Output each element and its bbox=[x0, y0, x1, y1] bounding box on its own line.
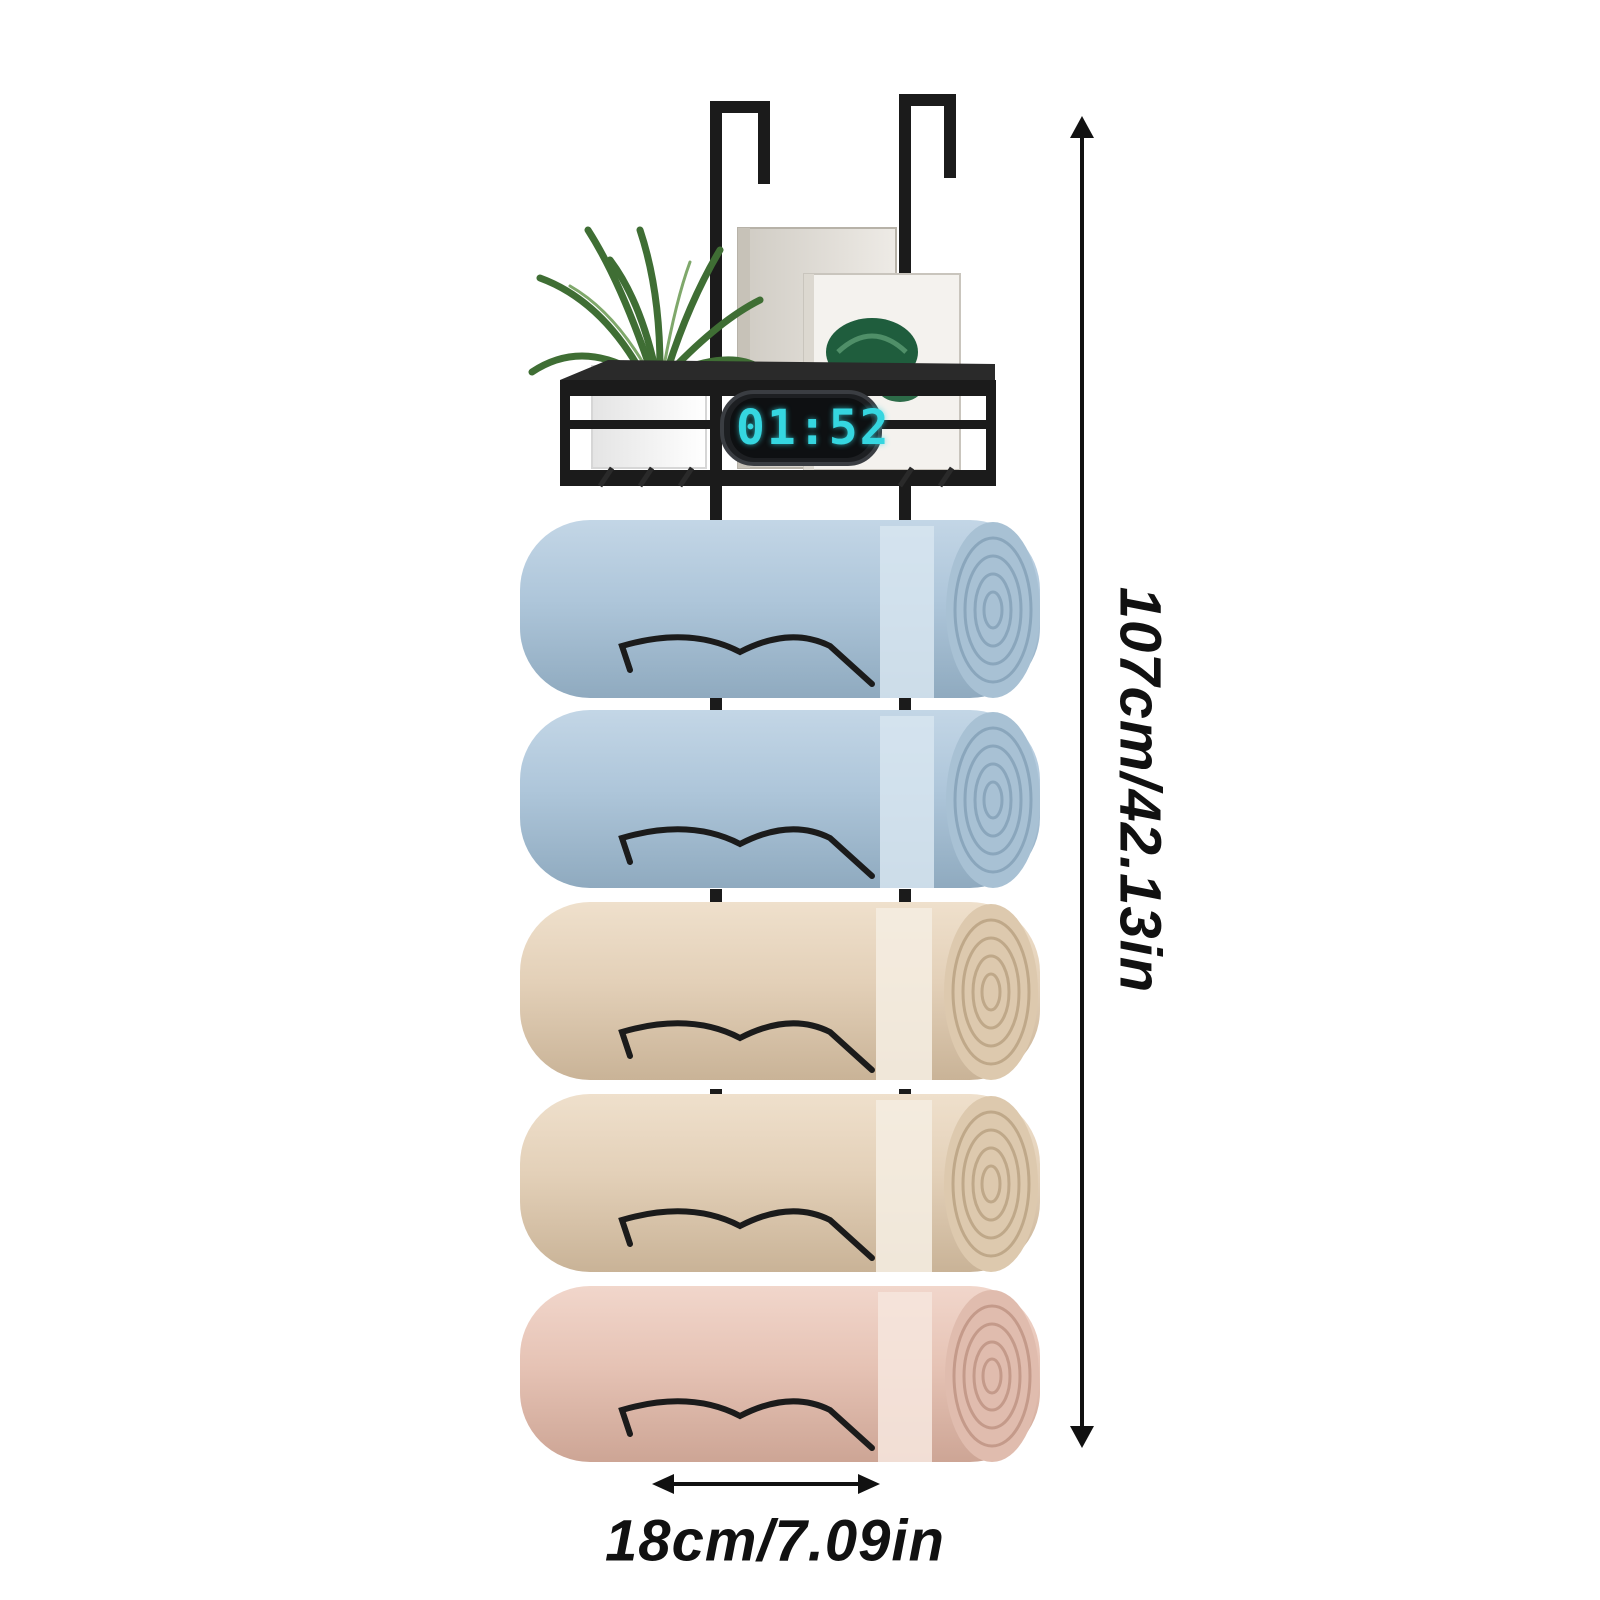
towel-row-1 bbox=[520, 520, 1040, 698]
rack-holder bbox=[618, 1020, 875, 1073]
rack-holder bbox=[618, 1208, 875, 1261]
left-hook bbox=[710, 101, 770, 491]
height-dimension-label: 107cm/42.13in bbox=[1107, 586, 1173, 994]
rack-holder bbox=[618, 1398, 875, 1451]
height-dimension-arrow-icon bbox=[1070, 116, 1094, 1448]
towel-row-3 bbox=[520, 902, 1040, 1080]
width-dimension-label: 18cm/7.09in bbox=[605, 1508, 945, 1574]
storage-basket-icon bbox=[560, 360, 996, 488]
towel-row-4 bbox=[520, 1094, 1040, 1272]
towel-row-2 bbox=[520, 710, 1040, 888]
towel-roll-end bbox=[944, 904, 1038, 1080]
digital-clock-icon bbox=[720, 390, 882, 466]
towel-roll-end bbox=[944, 1096, 1038, 1272]
rack-holder bbox=[618, 826, 875, 879]
rack-holder bbox=[618, 634, 875, 687]
towel-row-5 bbox=[520, 1286, 1040, 1462]
clock-display-text: 01:52 bbox=[736, 400, 891, 456]
towel-roll-end bbox=[946, 522, 1040, 698]
towel-roll-end bbox=[946, 712, 1040, 888]
towel-roll-end bbox=[945, 1290, 1039, 1462]
width-dimension-arrow-icon bbox=[652, 1474, 880, 1494]
